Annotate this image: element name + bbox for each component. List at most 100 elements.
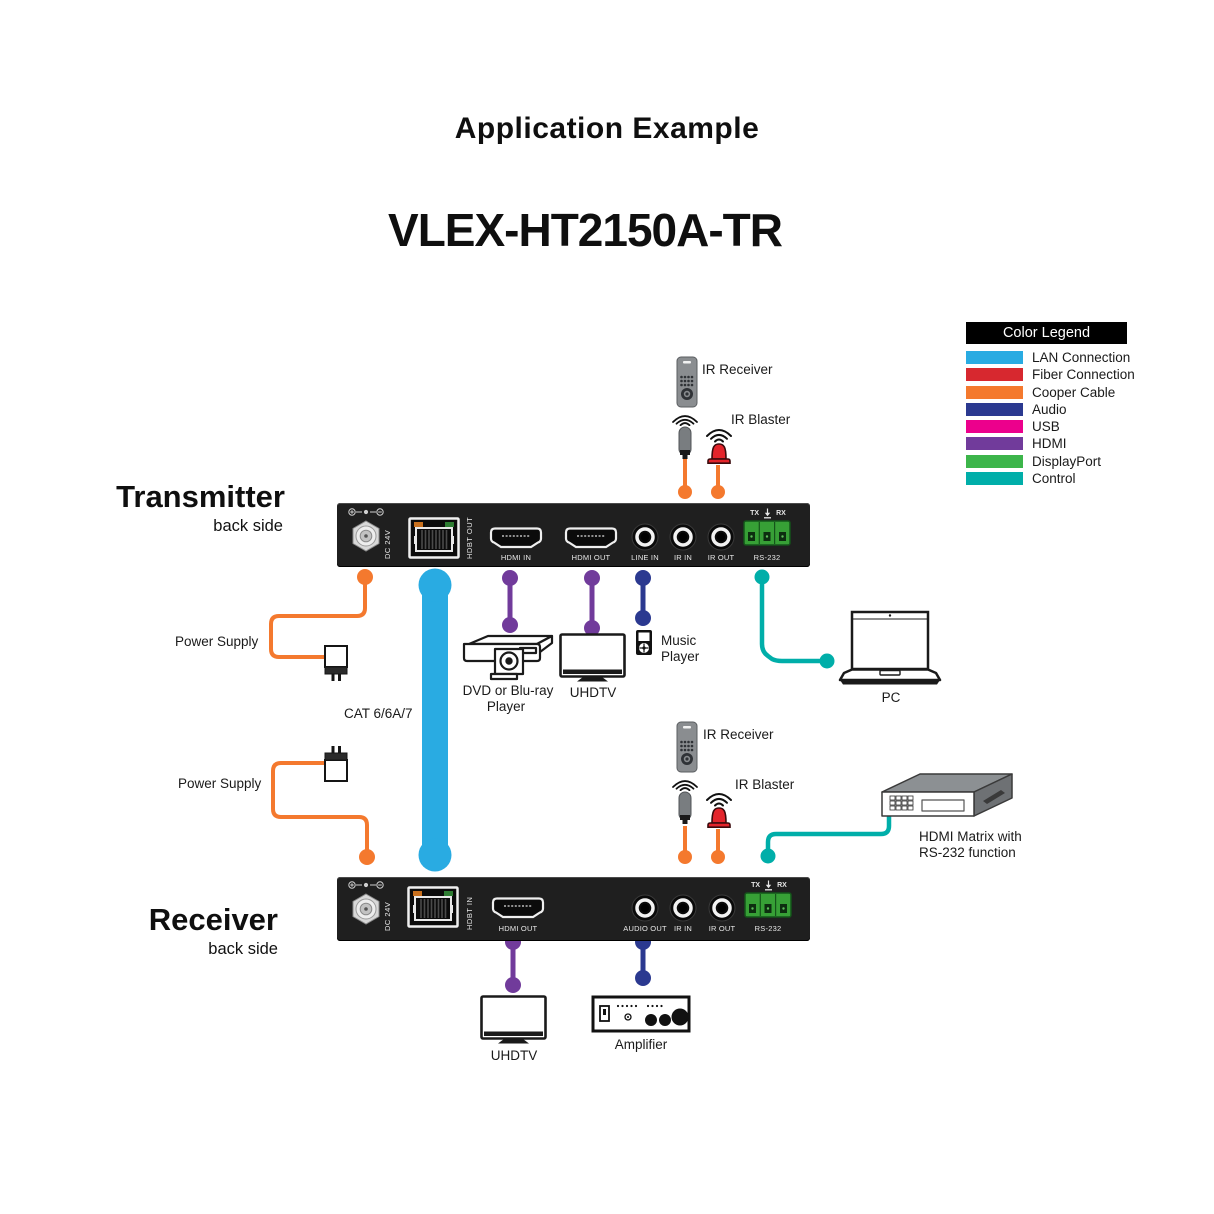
power-adapter-icon-rx: [324, 746, 348, 782]
hdmi-in-label: HDMI IN: [500, 553, 532, 562]
legend-row: DisplayPort: [966, 454, 1166, 469]
legend-row: Cooper Cable: [966, 385, 1166, 400]
hdmi-out-port: [491, 897, 545, 919]
receiver-panel: DC 24V HDBT IN HDMI OUT AUDIO OUT: [337, 877, 810, 941]
audio-dots: [635, 570, 651, 986]
ir-blaster-label-rx: IR Blaster: [735, 777, 795, 792]
receiver-subtitle: back side: [208, 940, 278, 958]
model-number: VLEX-HT2150A-TR: [388, 204, 783, 256]
ir-receiver-label-rx: IR Receiver: [703, 727, 774, 742]
rs232-terminal: [744, 892, 792, 918]
hdmi-matrix-icon: [881, 773, 1013, 817]
legend-title: Color Legend: [966, 322, 1127, 344]
amplifier-icon: [591, 995, 691, 1033]
legend-row: Control: [966, 471, 1166, 486]
hdmi-out-label: HDMI OUT: [571, 553, 611, 562]
music-player-label-line2: Player: [661, 649, 700, 664]
ir-out-label: IR OUT: [708, 924, 736, 933]
audio-out-label: AUDIO OUT: [623, 924, 667, 933]
hdmi-matrix-label-line2: RS-232 function: [919, 845, 1016, 860]
ir-out-jack: [707, 523, 735, 551]
ir-waves-icon: [672, 780, 698, 791]
amplifier-label: Amplifier: [614, 1037, 668, 1052]
hdbt-in-label: HDBT IN: [465, 896, 474, 930]
music-player-label-line1: Music: [661, 633, 697, 648]
line-in-label: LINE IN: [631, 553, 659, 562]
hdmi-swatch: [966, 437, 1023, 451]
transmitter-title: Transmitter: [116, 479, 285, 514]
legend-row: LAN Connection: [966, 350, 1166, 365]
hdmi-in-port: [489, 527, 543, 549]
copper-swatch: [966, 385, 1023, 399]
legend-row: Fiber Connection: [966, 367, 1166, 382]
rs232-terminal: [743, 520, 791, 546]
uhdtv-icon-rx: [480, 995, 547, 1044]
ir-out-jack: [708, 894, 736, 922]
ir-in-jack: [669, 523, 697, 551]
ir-blaster-icon: [706, 793, 732, 828]
remote-control-icon: [676, 721, 698, 773]
ground-icon: [765, 880, 773, 891]
displayport-swatch: [966, 454, 1023, 468]
rs232-label: RS-232: [754, 924, 782, 933]
music-player-icon: [636, 630, 652, 655]
rs232-label: RS-232: [753, 553, 781, 562]
dc-power-jack: [348, 881, 384, 925]
power-supply-label-tx: Power Supply: [175, 634, 259, 649]
ir-receiver-label-tx: IR Receiver: [702, 362, 773, 377]
legend-rows: LAN Connection Fiber Connection Cooper C…: [966, 350, 1166, 486]
legend-row: USB: [966, 419, 1166, 434]
fiber-swatch: [966, 368, 1023, 382]
remote-control-icon: [676, 356, 698, 408]
dc-label: DC 24V: [383, 529, 392, 559]
ir-in-jack: [669, 894, 697, 922]
rj45-port: [407, 886, 459, 928]
hdbt-out-label: HDBT OUT: [465, 516, 474, 559]
ir-receiver-eye-icon: [678, 426, 692, 459]
power-supply-label-rx: Power Supply: [178, 776, 262, 791]
hdmi-dots: [502, 570, 600, 993]
cat-cable-line: [418, 568, 452, 872]
uhdtv-label-tx: UHDTV: [569, 685, 617, 700]
ir-in-label: IR IN: [673, 924, 693, 933]
dvd-player-icon: [462, 634, 554, 681]
copper-dots: [357, 485, 725, 865]
dvd-player-label-line2: Player: [486, 699, 526, 714]
hdmi-matrix-label-line1: HDMI Matrix with: [919, 829, 1022, 844]
ir-in-label: IR IN: [673, 553, 693, 562]
transmitter-subtitle: back side: [213, 517, 283, 535]
control-lines: [759, 577, 892, 856]
hdmi-out-label: HDMI OUT: [498, 924, 538, 933]
uhdtv-icon-tx: [559, 633, 626, 682]
txrx-row: TX RX: [750, 508, 786, 519]
ir-blaster-label-tx: IR Blaster: [731, 412, 791, 427]
audio-out-jack: [631, 894, 659, 922]
ir-waves-icon: [672, 415, 698, 426]
dc-power-jack: [348, 508, 384, 552]
cat-cable-label: CAT 6/6A/7: [344, 706, 413, 721]
transmitter-panel: DC 24V HDBT OUT HDMI IN HDMI OUT: [337, 503, 810, 567]
dc-label: DC 24V: [383, 901, 392, 931]
usb-swatch: [966, 420, 1023, 434]
ground-icon: [764, 508, 772, 519]
pc-label: PC: [881, 690, 901, 705]
line-in-jack: [631, 523, 659, 551]
dvd-player-label-line1: DVD or Blu-ray: [462, 683, 554, 698]
power-adapter-icon-tx: [324, 645, 348, 681]
rj45-port: [408, 517, 460, 559]
hdmi-out-port: [564, 527, 618, 549]
txrx-row: TX RX: [751, 880, 787, 891]
pc-laptop-icon: [838, 610, 942, 685]
ir-out-label: IR OUT: [707, 553, 735, 562]
uhdtv-label-rx: UHDTV: [490, 1048, 538, 1063]
color-legend: Color Legend LAN Connection Fiber Connec…: [966, 322, 1166, 489]
control-swatch: [966, 472, 1023, 486]
control-dots: [754, 569, 897, 864]
ir-receiver-eye-icon: [678, 791, 692, 824]
legend-row: Audio: [966, 402, 1166, 417]
receiver-title: Receiver: [148, 902, 278, 937]
page-title: Application Example: [454, 112, 760, 145]
audio-swatch: [966, 402, 1023, 416]
